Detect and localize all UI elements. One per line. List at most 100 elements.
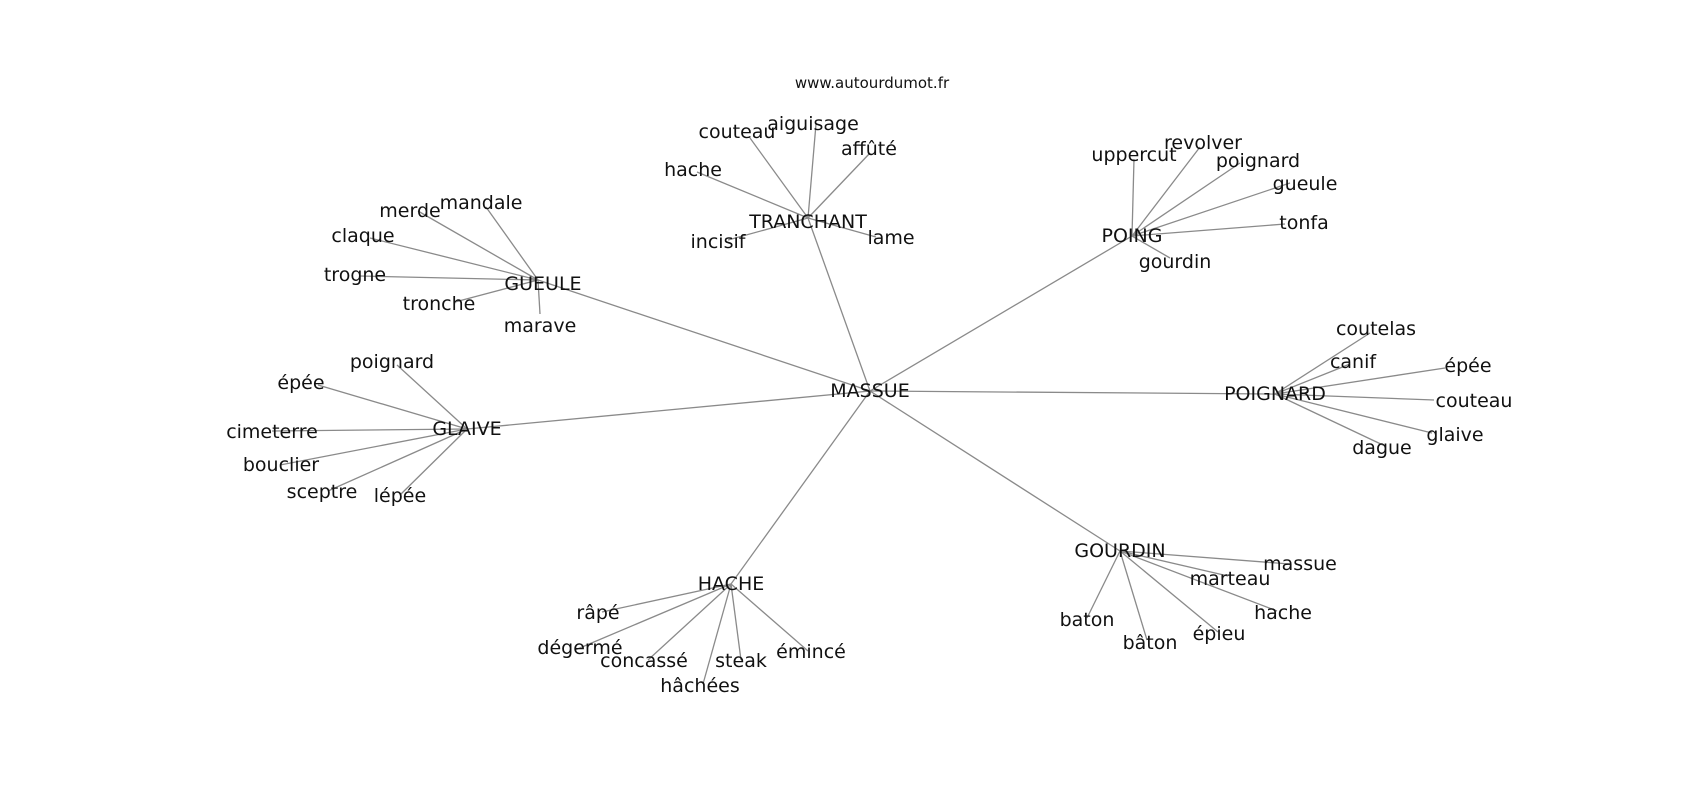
edge-hache-leaf-0 <box>601 583 732 613</box>
edge-gourdin-leaf-3 <box>1086 550 1121 619</box>
leaf-poing-gueule[interactable]: gueule <box>1273 173 1338 195</box>
node-glaive[interactable]: GLAIVE <box>432 418 501 440</box>
edge-center-hache <box>730 390 871 585</box>
edge-glaive-leaf-1 <box>317 384 468 430</box>
leaf-gourdin-hache[interactable]: hache <box>1254 602 1312 624</box>
leaf-gourdin-marteau[interactable]: marteau <box>1190 568 1271 590</box>
leaf-tranchant-affute[interactable]: affûté <box>841 138 897 160</box>
leaf-gueule-claque[interactable]: claque <box>331 225 394 247</box>
leaf-poing-poignard[interactable]: poignard <box>1216 150 1300 172</box>
leaf-tranchant-couteau[interactable]: couteau <box>699 121 776 143</box>
edge-poignard-leaf-5 <box>1274 393 1386 447</box>
node-poignard[interactable]: POIGNARD <box>1224 383 1326 405</box>
leaf-poignard-couteau[interactable]: couteau <box>1436 390 1513 412</box>
cluster-poignard: POIGNARD coutelas canif épée couteau gla… <box>1224 318 1512 459</box>
edge-poing-leaf-5 <box>1131 235 1171 259</box>
edge-glaive-leaf-0 <box>396 364 468 430</box>
node-gueule[interactable]: GUEULE <box>504 273 581 295</box>
leaf-poing-tonfa[interactable]: tonfa <box>1279 212 1328 234</box>
cluster-hache: HACHE râpé dégermé concassé hâchées stea… <box>537 573 845 697</box>
node-poing[interactable]: POING <box>1102 225 1163 247</box>
leaf-gueule-trogne[interactable]: trogne <box>324 264 386 286</box>
edge-center-tranchant <box>807 217 871 392</box>
edge-tranchant-leaf-1 <box>807 123 817 219</box>
edge-glaive-leaf-2 <box>271 428 468 432</box>
edge-tranchant-leaf-5 <box>807 217 877 238</box>
edge-center-glaive <box>466 390 871 430</box>
leaf-hache-emince[interactable]: émincé <box>776 641 846 663</box>
edges <box>271 123 1446 685</box>
edge-gueule-leaf-5 <box>537 279 541 315</box>
leaf-glaive-bouclier[interactable]: bouclier <box>243 454 319 476</box>
edge-gourdin-leaf-0 <box>1119 550 1291 565</box>
leaf-gueule-marave[interactable]: marave <box>504 315 577 337</box>
edge-center-poignard <box>869 390 1276 395</box>
edge-gourdin-leaf-5 <box>1119 550 1219 633</box>
edge-center-poing <box>869 235 1133 392</box>
leaf-gourdin-baton[interactable]: baton <box>1060 609 1115 631</box>
edge-poing-leaf-2 <box>1131 162 1241 237</box>
leaf-poignard-epee[interactable]: épée <box>1444 355 1491 377</box>
leaf-tranchant-hache[interactable]: hache <box>664 159 722 181</box>
leaf-glaive-poignard[interactable]: poignard <box>350 351 434 373</box>
leaf-hache-concasse[interactable]: concassé <box>600 650 688 672</box>
node-gourdin[interactable]: GOURDIN <box>1074 540 1165 562</box>
edge-center-gueule <box>537 279 871 392</box>
leaf-poing-revolver[interactable]: revolver <box>1164 132 1242 154</box>
leaf-glaive-sceptre[interactable]: sceptre <box>287 481 358 503</box>
leaf-poing-uppercut[interactable]: uppercut <box>1091 144 1176 166</box>
leaf-gourdin-baton-accent[interactable]: bâton <box>1123 632 1178 654</box>
edge-tranchant-leaf-4 <box>727 217 809 241</box>
cluster-tranchant: TRANCHANT couteau aiguisage affûté hache… <box>664 113 915 253</box>
edge-poing-leaf-1 <box>1131 146 1201 237</box>
leaf-hache-degerme[interactable]: dégermé <box>537 637 622 659</box>
leaf-gueule-merde[interactable]: merde <box>379 200 440 222</box>
leaf-gueule-tronche[interactable]: tronche <box>403 293 476 315</box>
leaf-glaive-cimeterre[interactable]: cimeterre <box>226 421 318 443</box>
edge-poing-leaf-4 <box>1131 223 1286 237</box>
edge-hache-leaf-3 <box>702 583 732 685</box>
leaf-hache-rape[interactable]: râpé <box>576 602 619 624</box>
edge-gourdin-leaf-1 <box>1119 550 1229 577</box>
edge-tranchant-leaf-2 <box>807 152 871 219</box>
edge-hache-leaf-1 <box>574 583 732 651</box>
edge-tranchant-leaf-0 <box>749 137 809 219</box>
edge-glaive-leaf-3 <box>279 428 468 466</box>
source-text: www.autourdumot.fr <box>795 74 950 92</box>
leaf-poignard-glaive[interactable]: glaive <box>1426 424 1483 446</box>
leaf-poignard-coutelas[interactable]: coutelas <box>1336 318 1416 340</box>
leaf-tranchant-aiguisage[interactable]: aiguisage <box>767 113 859 135</box>
edge-gueule-leaf-2 <box>369 237 539 281</box>
edge-poing-leaf-3 <box>1131 182 1291 237</box>
edge-gourdin-leaf-2 <box>1119 550 1278 612</box>
leaf-tranchant-lame[interactable]: lame <box>867 227 914 249</box>
leaf-glaive-epee[interactable]: épée <box>277 372 324 394</box>
edge-gueule-leaf-3 <box>359 275 539 281</box>
leaf-hache-steak[interactable]: steak <box>715 650 767 672</box>
node-tranchant[interactable]: TRANCHANT <box>748 211 867 233</box>
edge-poignard-leaf-1 <box>1274 363 1351 395</box>
leaf-gueule-mandale[interactable]: mandale <box>440 192 523 214</box>
edge-hache-leaf-2 <box>647 583 732 661</box>
edge-tranchant-leaf-3 <box>696 171 809 219</box>
leaf-gourdin-epieu[interactable]: épieu <box>1193 623 1246 645</box>
leaf-poignard-dague[interactable]: dague <box>1352 437 1412 459</box>
edge-gourdin-leaf-4 <box>1119 550 1148 641</box>
node-hache[interactable]: HACHE <box>698 573 765 595</box>
leaf-poignard-canif[interactable]: canif <box>1330 351 1377 373</box>
edge-glaive-leaf-4 <box>327 428 468 492</box>
edge-gueule-leaf-4 <box>454 279 539 303</box>
edge-center-gourdin <box>869 390 1121 552</box>
edge-poignard-leaf-0 <box>1274 332 1371 395</box>
leaf-tranchant-incisif[interactable]: incisif <box>691 231 747 253</box>
node-center[interactable]: MASSUE <box>830 380 909 402</box>
cluster-gourdin: GOURDIN massue marteau hache baton bâton… <box>1060 540 1337 654</box>
edge-poignard-leaf-3 <box>1274 393 1435 401</box>
leaf-hache-hachees[interactable]: hâchées <box>660 675 739 697</box>
edge-glaive-leaf-5 <box>399 428 468 496</box>
leaf-poing-gourdin[interactable]: gourdin <box>1139 251 1212 273</box>
leaf-glaive-lepee[interactable]: lépée <box>374 485 426 507</box>
leaf-gourdin-massue[interactable]: massue <box>1263 553 1337 575</box>
edge-gueule-leaf-1 <box>485 206 539 281</box>
